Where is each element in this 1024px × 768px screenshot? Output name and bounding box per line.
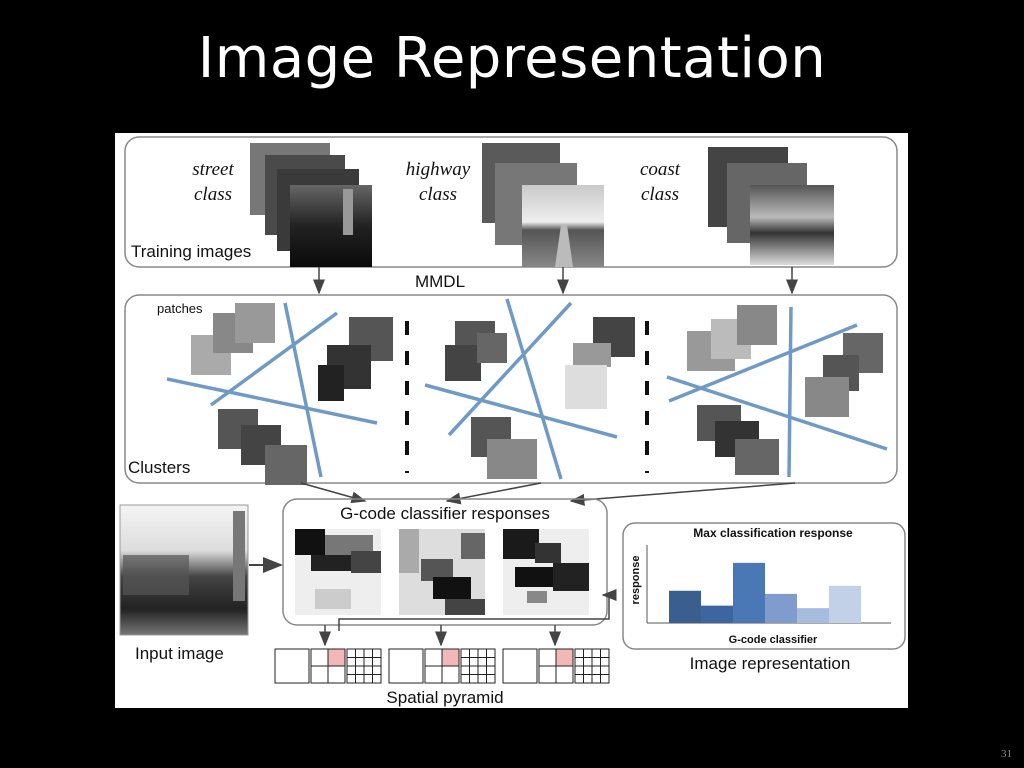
coast-training-images [708,147,834,265]
cluster-1-lines [166,302,378,478]
svg-text:class: class [194,184,232,205]
class-label-highway: highway class [406,159,471,205]
response-map-2 [399,529,485,615]
gcode-responses-label: G-code classifier responses [340,504,550,523]
input-image-label: Input image [135,644,224,663]
response-map-1 [295,529,381,615]
image-representation-label: Image representation [690,654,851,673]
histogram-bar-5 [797,608,829,623]
histogram-bar-1 [669,590,701,623]
clusters-panel [124,294,898,484]
highway-training-images [482,143,604,267]
cluster-3-patches [687,305,883,475]
svg-text:class: class [641,184,679,205]
response-map-3 [503,529,589,615]
histogram-xlabel: G-code classifier [729,634,818,646]
class-label-coast: coast class [640,159,681,205]
histogram-bar-2 [701,605,733,623]
cluster-2-patches [445,317,635,479]
gcode-panel [282,498,608,626]
histogram-bars [669,562,861,623]
histogram-bar-3 [733,562,765,623]
cluster-2-lines [424,298,618,480]
svg-text:street: street [192,159,234,180]
cluster-3-lines [666,306,888,478]
training-images-label: Training images [131,242,251,261]
histogram-title: Max classification response [693,526,853,540]
cluster-1-patches [191,303,393,485]
svg-text:class: class [419,184,457,205]
histogram-ylabel: response [630,556,642,605]
street-training-images [250,143,372,267]
histogram-bar-6 [829,585,861,623]
spatial-pyramid-label: Spatial pyramid [386,688,503,707]
clusters-label: Clusters [128,458,190,477]
mmdl-label: MMDL [415,272,465,291]
class-label-street: street class [192,159,234,205]
slide-title: Image Representation [197,26,827,91]
patches-label: patches [157,301,203,316]
svg-text:coast: coast [640,159,681,180]
representation-panel [622,522,906,650]
mmdl-figure: Training images street class highway cla… [115,133,908,708]
svg-text:highway: highway [406,159,471,180]
histogram-bar-4 [765,593,797,623]
spatial-pyramid [274,648,610,684]
training-panel [124,136,898,268]
page-number: 31 [1001,748,1012,760]
